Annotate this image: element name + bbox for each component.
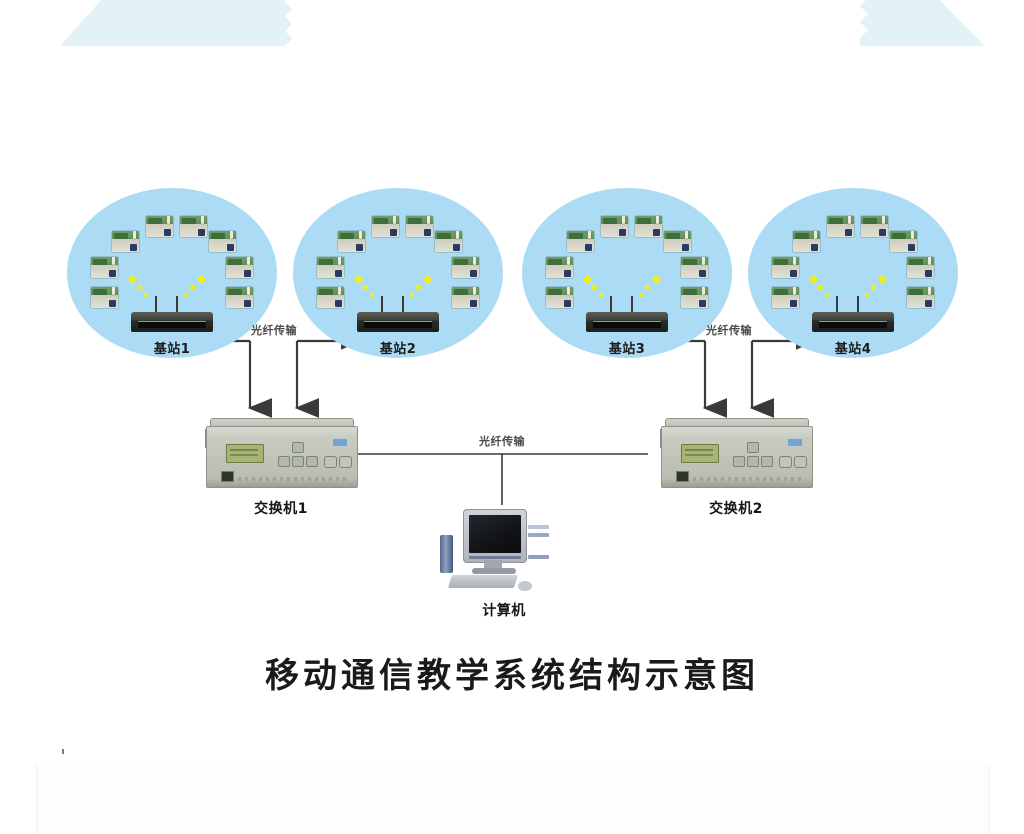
terminal-device (226, 287, 253, 308)
terminal-device (372, 216, 399, 237)
computer-device (440, 505, 568, 601)
cell-group-1: 基站1 (67, 188, 277, 363)
terminal-device (635, 216, 662, 237)
zigzag-banner-shape (60, 0, 292, 46)
link-bs2-switch1 (294, 332, 361, 418)
monitor-base (472, 568, 516, 574)
terminal-device (112, 231, 139, 252)
terminal-device (907, 287, 934, 308)
terminal-device (91, 287, 118, 308)
cell-label-2: 基站2 (379, 342, 417, 357)
terminal-device (827, 216, 854, 237)
terminal-device (146, 216, 173, 237)
signal-indicator-right (860, 274, 888, 302)
switch-device-1 (205, 418, 358, 490)
bottom-panel (36, 765, 990, 834)
terminal-device (861, 216, 888, 237)
signal-indicator-right (634, 274, 662, 302)
computer-label: 计算机 (482, 603, 526, 619)
terminal-device (793, 231, 820, 252)
terminal-device (317, 257, 344, 278)
terminal-device (567, 231, 594, 252)
link-bs4-switch2 (749, 332, 816, 418)
signal-indicator-right (179, 274, 207, 302)
keyboard-icon (447, 575, 519, 588)
terminal-device (452, 257, 479, 278)
monitor-stand (484, 560, 502, 569)
terminal-device (226, 257, 253, 278)
base-station-device-2 (357, 296, 439, 332)
top-banner-decoration (0, 0, 1024, 46)
tower-case (524, 515, 554, 587)
terminal-device (772, 257, 799, 278)
signal-indicator-left (353, 274, 381, 302)
terminal-device (180, 216, 207, 237)
page-artifact-speck (62, 749, 64, 754)
link-label-left: 光纤传输 (251, 324, 297, 337)
cell-group-4: 基站4 (748, 188, 958, 363)
terminal-device (772, 287, 799, 308)
switch-label-2: 交换机2 (709, 501, 763, 517)
switch-device-2 (660, 418, 813, 490)
terminal-device (546, 257, 573, 278)
terminal-device (338, 231, 365, 252)
speaker-icon (440, 535, 453, 573)
terminal-device (452, 287, 479, 308)
signal-indicator-left (127, 274, 155, 302)
base-station-device-3 (586, 296, 668, 332)
terminal-device (406, 216, 433, 237)
base-station-device-4 (812, 296, 894, 332)
cell-label-1: 基站1 (153, 342, 191, 357)
cell-group-2: 基站2 (293, 188, 503, 363)
terminal-device (681, 287, 708, 308)
terminal-device (907, 257, 934, 278)
cell-label-4: 基站4 (834, 342, 872, 357)
signal-indicator-left (582, 274, 610, 302)
cell-group-3: 基站3 (522, 188, 732, 363)
terminal-device (91, 257, 118, 278)
terminal-device (664, 231, 691, 252)
link-label-center: 光纤传输 (479, 435, 525, 448)
terminal-device (546, 287, 573, 308)
monitor-icon (463, 509, 527, 563)
zigzag-banner-shape-right (860, 0, 985, 46)
link-switch1-switch2 (356, 453, 648, 505)
signal-indicator-right (405, 274, 433, 302)
switch-label-1: 交换机1 (254, 501, 308, 517)
terminal-device (681, 257, 708, 278)
figure-caption: 移动通信教学系统结构示意图 (265, 656, 759, 696)
terminal-device (209, 231, 236, 252)
mouse-icon (518, 581, 532, 591)
terminal-device (317, 287, 344, 308)
signal-indicator-left (808, 274, 836, 302)
terminal-device (601, 216, 628, 237)
terminal-device (890, 231, 917, 252)
base-station-device-1 (131, 296, 213, 332)
terminal-device (435, 231, 462, 252)
link-label-right: 光纤传输 (706, 324, 752, 337)
cell-label-3: 基站3 (608, 342, 646, 357)
